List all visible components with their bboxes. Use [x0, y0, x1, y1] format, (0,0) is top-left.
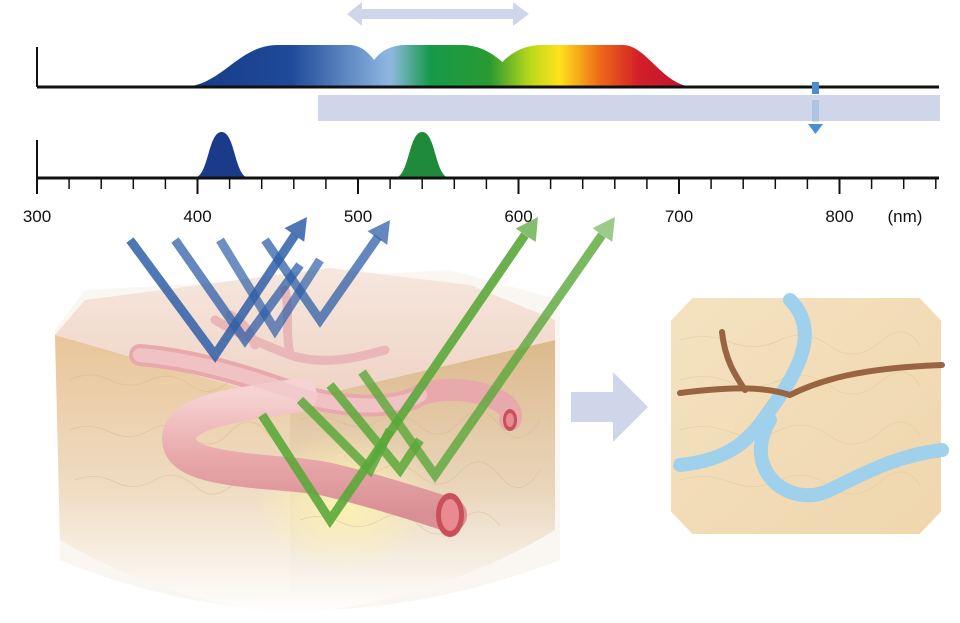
blue-light-ray: [126, 232, 299, 363]
down-arrow-icon: [808, 82, 823, 134]
axis-tick-label: 800: [825, 207, 853, 226]
narrow-band-peak: [394, 132, 451, 178]
ray-arrowhead: [367, 220, 390, 245]
double-arrow-shape: [347, 2, 529, 26]
surface-vessel: [677, 362, 945, 399]
surface-vessel-pattern: [677, 329, 945, 399]
double-arrow-icon: [347, 2, 529, 26]
ray-arrowhead: [515, 217, 538, 242]
deep-vessel: [753, 413, 949, 503]
axis-tick-label: 500: [344, 207, 372, 226]
filter-arrow-shaft: [812, 82, 819, 94]
green-light-ray: [358, 232, 606, 483]
filtered-band: [317, 95, 940, 121]
deep-vessel-pattern: [673, 293, 949, 503]
narrow-band-peak: [193, 132, 250, 178]
filter-arrow-shaft: [812, 100, 819, 122]
right-arrow-icon: [571, 372, 648, 442]
axis-tick-label: 400: [183, 207, 211, 226]
ray-arrowhead: [592, 217, 615, 242]
white-light-spectrum: [181, 45, 696, 87]
blue-light-ray: [171, 237, 304, 348]
tissue-block: [55, 268, 560, 615]
axis-tick-label: 300: [23, 207, 51, 226]
filter-arrow-head: [808, 124, 823, 134]
surface-vessel: [719, 329, 748, 393]
blue-light-ray: [216, 237, 324, 339]
axis-tick-label: 600: [504, 207, 532, 226]
filtered-band-overlay: [317, 95, 940, 121]
nbi-result-inset: [669, 293, 949, 536]
green-light-ray: [258, 232, 529, 529]
spectrum-curve: [181, 45, 696, 87]
ray-arrowhead: [284, 217, 307, 242]
deep-vessel: [673, 293, 812, 472]
axis-tick-labels: 300 400 500 600 700 800: [23, 207, 854, 226]
axis-tick-label: 700: [665, 207, 693, 226]
upper-baseline: [36, 47, 939, 89]
blue-light-ray: [261, 234, 382, 328]
wavelength-axis: [36, 140, 939, 194]
axis-unit-label: (nm): [888, 207, 923, 226]
narrow-band-peaks: [193, 132, 451, 178]
